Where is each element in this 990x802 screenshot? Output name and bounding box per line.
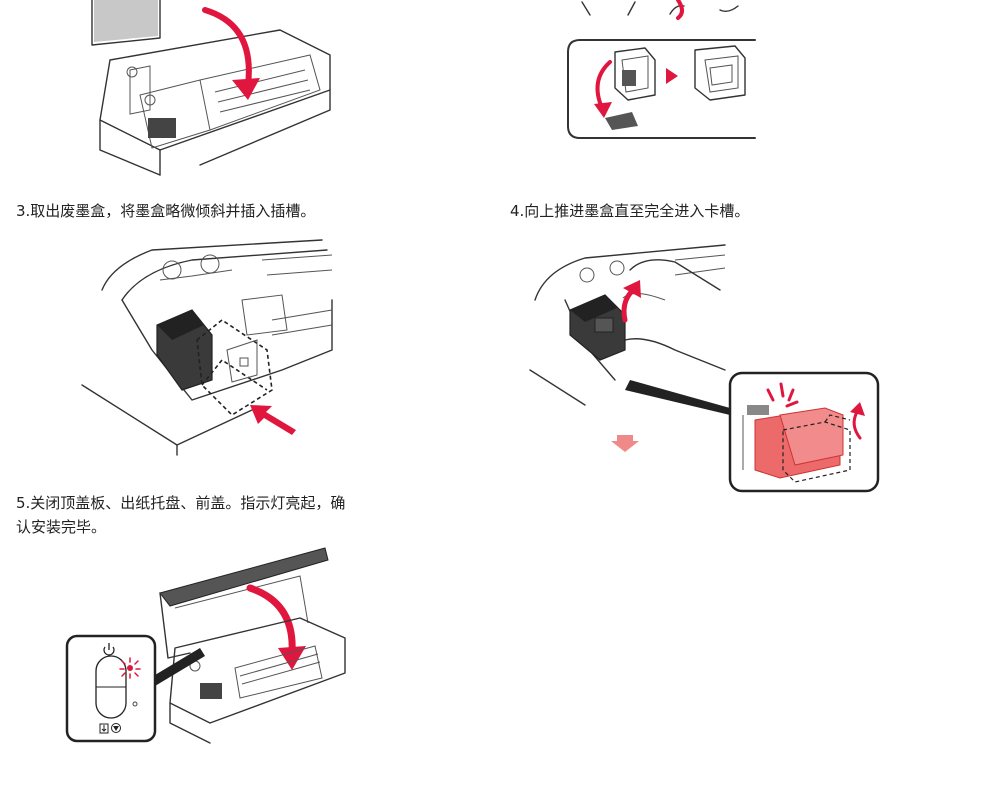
illustration-push-cartridge xyxy=(529,244,880,493)
step-5-text-line2: 认安装完毕。 xyxy=(16,518,107,536)
step-5-text-line1: 5.关闭顶盖板、出纸托盘、前盖。指示灯亮起，确 xyxy=(16,494,346,512)
power-icon xyxy=(103,643,115,656)
indicator-lamp-icon xyxy=(119,657,141,679)
step-3-text: 3.取出废墨盒，将墨盒略微倾斜并插入插槽。 xyxy=(16,202,316,220)
step-4-text: 4.向上推进墨盒直至完全进入卡槽。 xyxy=(510,202,750,220)
illustration-close-lid xyxy=(65,547,346,744)
stop-icon xyxy=(111,723,121,733)
resume-icon xyxy=(99,723,109,734)
illustration-insert-cartridge xyxy=(81,239,333,456)
illustration-remove-tape xyxy=(567,0,756,139)
illustration-open-lid xyxy=(91,0,331,176)
